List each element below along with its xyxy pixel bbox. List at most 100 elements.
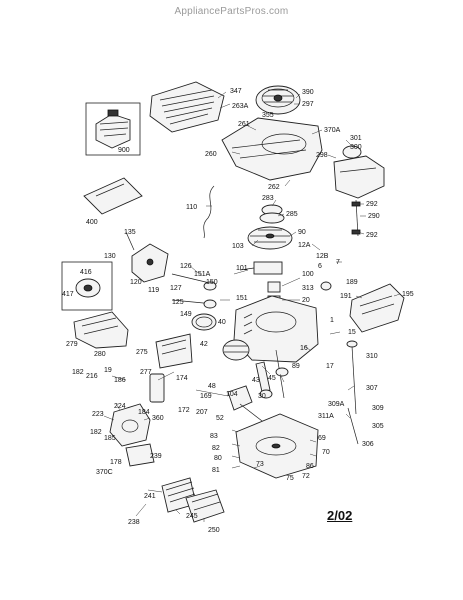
- callout-c189: 189: [346, 279, 358, 286]
- callout-c90: 90: [298, 229, 306, 236]
- callout-c280: 280: [94, 351, 106, 358]
- callout-c182a: 182: [72, 369, 84, 376]
- callout-c130: 130: [104, 253, 116, 260]
- part-305-dipstick: [347, 407, 359, 445]
- callout-c261: 261: [238, 121, 250, 128]
- callout-c7: 7: [336, 259, 340, 266]
- callout-c309A: 309A: [328, 401, 345, 408]
- part-263A-shroud-grille: [149, 81, 225, 133]
- part-900-engine-thumbnail: [85, 102, 141, 156]
- part-30-camshaft: [227, 385, 267, 425]
- part-120-bracket: [125, 231, 169, 283]
- callout-c86: 86: [306, 463, 314, 470]
- part-239-bracket: [125, 443, 155, 467]
- part-70-sump: [235, 413, 319, 479]
- callout-c80: 80: [214, 455, 222, 462]
- part-285-flywheel-nut: [259, 204, 285, 224]
- callout-c277: 277: [140, 369, 152, 376]
- callout-c6: 6: [318, 263, 322, 270]
- callout-c75: 75: [286, 475, 294, 482]
- callout-c89: 89: [292, 363, 300, 370]
- callout-c178: 178: [110, 459, 122, 466]
- part-250-air-filter-cover: [185, 489, 225, 523]
- callout-c150: 150: [206, 279, 218, 286]
- part-416-spark-plug-box: [61, 261, 113, 311]
- callout-c100: 100: [302, 271, 314, 278]
- callout-c185: 185: [104, 435, 116, 442]
- callout-c72: 72: [302, 473, 310, 480]
- callout-c12A: 12A: [298, 242, 311, 249]
- callout-c81: 81: [212, 467, 220, 474]
- callout-c283: 283: [262, 195, 274, 202]
- callout-c125: 125: [172, 299, 184, 306]
- callout-c16: 16: [300, 345, 308, 352]
- callout-c70: 70: [322, 449, 330, 456]
- part-290-fuel-line: [351, 199, 361, 237]
- leader-lines: [103, 91, 401, 522]
- callout-c245: 245: [186, 513, 198, 520]
- callout-c20: 20: [302, 297, 310, 304]
- callout-c239: 239: [150, 453, 162, 460]
- callout-c149: 149: [180, 311, 192, 318]
- callout-c313: 313: [302, 285, 314, 292]
- callout-c900: 900: [118, 147, 130, 154]
- callout-c1: 1: [330, 317, 334, 324]
- callout-c120: 120: [130, 279, 142, 286]
- callout-c309: 309: [372, 405, 384, 412]
- callout-c52: 52: [216, 415, 224, 422]
- callout-c15: 15: [348, 329, 356, 336]
- callout-c101: 101: [236, 265, 248, 272]
- callout-c370C: 370C: [96, 469, 113, 476]
- callout-c390: 390: [302, 89, 314, 96]
- callout-c417: 417: [62, 291, 74, 298]
- callout-c238: 238: [128, 519, 140, 526]
- part-184-carburetor: [109, 403, 151, 447]
- callout-c126: 126: [180, 263, 192, 270]
- callout-c103: 103: [232, 243, 244, 250]
- callout-c279: 279: [66, 341, 78, 348]
- callout-c19: 19: [104, 367, 112, 374]
- callout-c110: 110: [186, 204, 197, 211]
- callout-c260: 260: [205, 151, 217, 158]
- callout-c45: 45: [268, 375, 276, 382]
- part-260-blower-housing: [221, 117, 323, 181]
- callout-c223: 223: [92, 411, 104, 418]
- callout-c30: 30: [258, 393, 266, 400]
- part-100-ignition: [239, 261, 283, 275]
- callout-c127: 127: [170, 285, 182, 292]
- callout-c301: 301: [350, 135, 362, 142]
- callout-c119: 119: [148, 287, 159, 294]
- callout-c151: 151: [236, 295, 248, 302]
- callout-c306: 306: [362, 441, 374, 448]
- callout-c241: 241: [144, 493, 156, 500]
- part-45-connecting-rod: [255, 361, 273, 399]
- callout-c275: 275: [136, 349, 148, 356]
- callout-c42: 42: [200, 341, 208, 348]
- callout-c216: 216: [86, 373, 98, 380]
- callout-c151A: 151A: [194, 271, 211, 278]
- callout-c69: 69: [318, 435, 326, 442]
- callout-c191: 191: [340, 293, 352, 300]
- callout-labels: 347263A390355297261370A90026030130029826…: [62, 88, 414, 534]
- callout-c360: 360: [152, 415, 164, 422]
- callout-c400: 400: [86, 219, 98, 226]
- part-20-plug: [320, 281, 332, 291]
- callout-c172: 172: [178, 407, 190, 414]
- callout-c310: 310: [366, 353, 378, 360]
- callout-c224: 224: [114, 403, 126, 410]
- callout-c184: 184: [138, 409, 150, 416]
- callout-c370A: 370A: [324, 127, 341, 134]
- callout-c48: 48: [208, 383, 216, 390]
- part-275-muffler-cover: [155, 333, 193, 369]
- callout-c186: 186: [114, 377, 126, 384]
- callout-c135: 135: [124, 229, 136, 236]
- callout-c40: 40: [218, 319, 226, 326]
- callout-c355: 355: [262, 112, 274, 119]
- part-90-flywheel: [247, 226, 293, 250]
- callout-c285: 285: [286, 211, 298, 218]
- part-174-air-filter-base: [149, 373, 165, 403]
- part-40-piston-rings: [191, 313, 217, 331]
- callout-c73: 73: [256, 461, 264, 468]
- callout-c262: 262: [268, 184, 280, 191]
